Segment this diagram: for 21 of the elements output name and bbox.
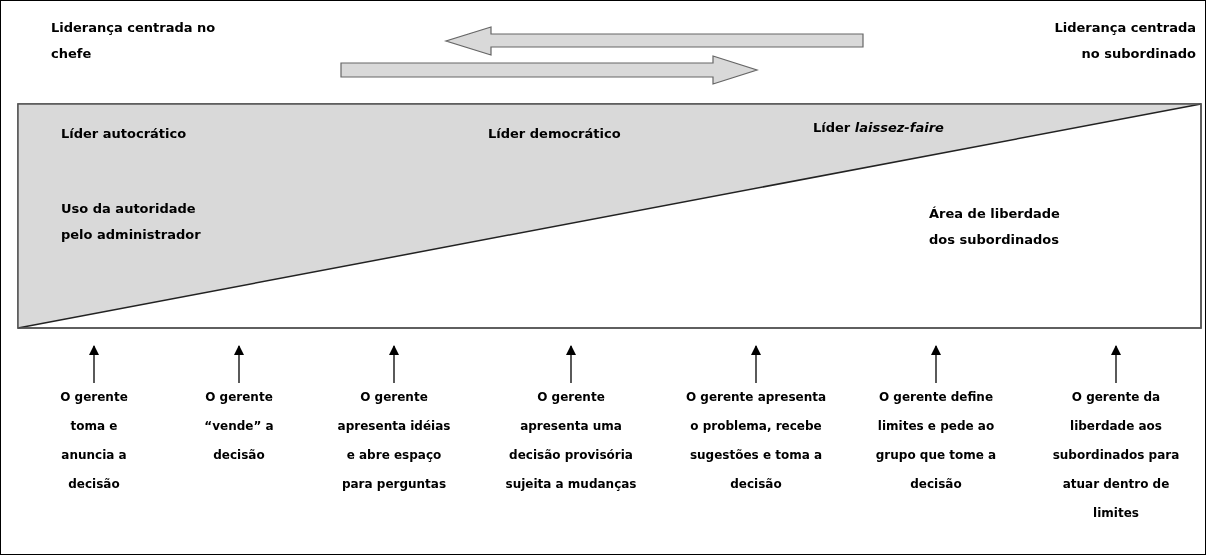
arrow xyxy=(89,345,99,384)
behavior-text: O gerente apresenta o problema, recebe sugestões e toma a decisão xyxy=(683,383,829,499)
behavior-text: O gerente “vende” a decisão xyxy=(199,383,279,470)
arrow xyxy=(931,345,941,384)
pole-label: Liderança centrada no chefe xyxy=(51,19,216,63)
leader-type-label: Líder democrático xyxy=(488,125,622,143)
arrow xyxy=(389,345,399,384)
behavior-text: O gerente define limites e pede ao grupo que tome a decisão xyxy=(871,383,1001,499)
leader-type-label: Líder laissez-faire xyxy=(813,119,945,137)
behavior-text: O gerente toma e anuncia a decisão xyxy=(54,383,134,499)
area-label: Uso da autoridade pelo administrador xyxy=(61,200,202,244)
arrow xyxy=(751,345,761,384)
arrow xyxy=(234,345,244,384)
area-label: Área de liberdade dos subordinados xyxy=(929,205,1061,249)
behavior-text: O gerente da liberdade aos subordinados para atuar dentro de limites xyxy=(1041,383,1191,528)
arrow xyxy=(1111,345,1121,384)
arrow xyxy=(566,345,576,384)
behavior-text: O gerente apresenta idéias e abre espaço para perguntas xyxy=(336,383,452,499)
leader-type-label: Líder autocrático xyxy=(61,125,188,143)
pole-label: Liderança centrada no subordinado xyxy=(1053,19,1196,63)
behavior-text: O gerente apresenta uma decisão provisória sujeita a mudanças xyxy=(501,383,641,499)
